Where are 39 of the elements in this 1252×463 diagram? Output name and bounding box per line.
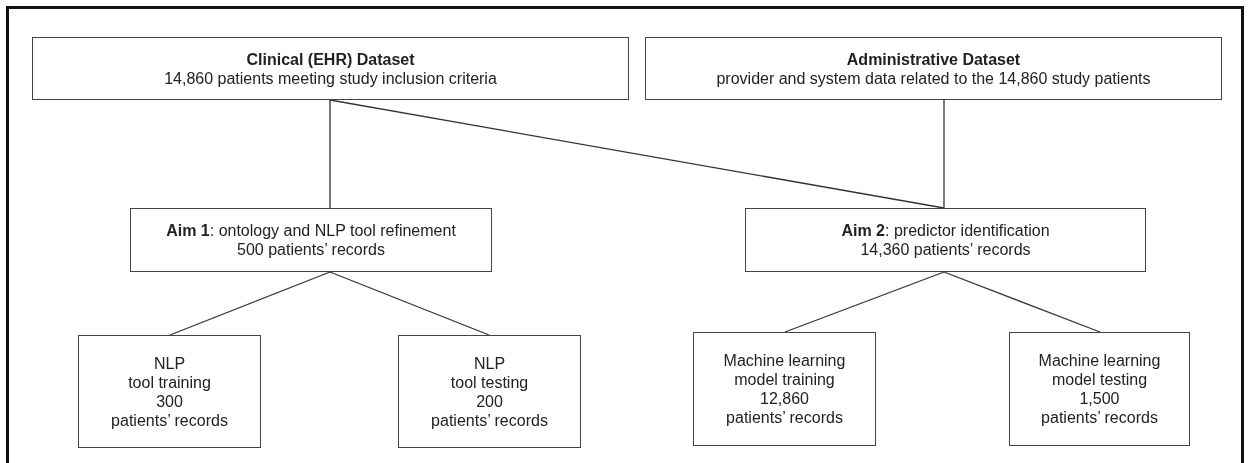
box-text: NLP [153,353,186,373]
dataset-box [645,37,1222,100]
step-box [1009,332,1190,446]
connector-line [329,271,490,336]
connector-line [784,271,945,333]
dataset-box [32,37,629,100]
step-box [693,332,876,446]
connector-line [169,271,331,336]
box-text: model testing [1051,370,1148,389]
box-text: Aim 1: ontology and NLP tool refinement [166,221,456,240]
box-text: 14,360 patients’ records [860,240,1031,259]
box-text: patients’ records [726,408,843,427]
box-text: Machine learning [1038,351,1161,370]
aim-box [745,208,1146,272]
box-text: 300 [156,391,183,411]
box-text: tool training [128,372,211,392]
box-text: model training [734,370,835,389]
box-text: 200 [476,391,503,411]
connector-line [329,99,945,209]
step-box [398,335,581,448]
box-text: Aim 2: predictor identification [841,221,1050,240]
connector-line [943,271,1101,333]
box-text: 14,860 patients meeting study inclusion criteria [164,68,497,88]
box-text: 12,860 [760,389,809,408]
box-text: patients’ records [431,410,548,430]
box-text: NLP [473,353,506,373]
box-heading: Administrative Dataset [846,49,1021,69]
connector-line [329,99,331,209]
box-text: tool testing [450,372,529,392]
box-text: 1,500 [1079,389,1120,408]
step-box [78,335,261,448]
box-heading: Clinical (EHR) Dataset [246,49,415,69]
aim-box [130,208,492,272]
box-text: patients’ records [111,410,228,430]
box-text: Machine learning [723,351,846,370]
box-text: provider and system data related to the 14,860 study patients [716,68,1151,88]
box-text: 500 patients’ records [237,240,385,259]
connector-line [943,99,945,209]
box-text: patients’ records [1041,408,1158,427]
